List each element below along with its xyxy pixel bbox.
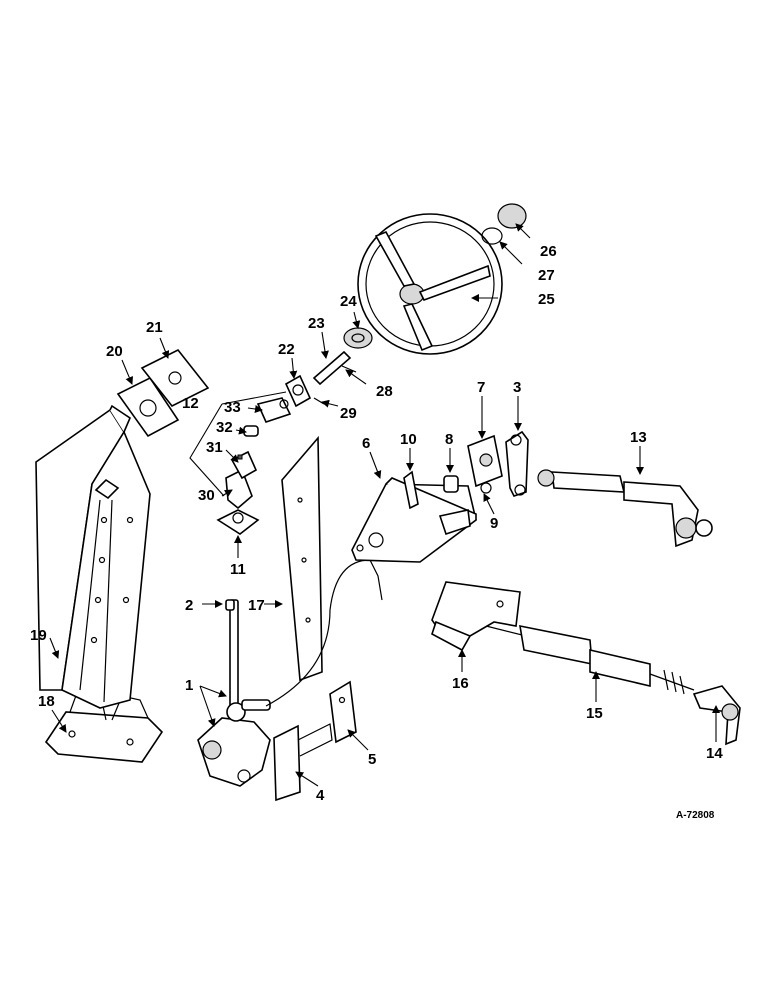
part-18-base-plate xyxy=(44,689,164,763)
callout-19: 19 xyxy=(30,627,47,644)
callout-26: 26 xyxy=(540,243,557,260)
callout-7: 7 xyxy=(477,379,485,396)
hydraulic-line xyxy=(265,559,383,707)
callout-28: 28 xyxy=(376,383,393,400)
callout-24: 24 xyxy=(340,293,357,310)
part-32-bearing xyxy=(243,425,259,437)
callout-10: 10 xyxy=(400,431,417,448)
callout-11: 11 xyxy=(230,561,246,578)
part-4-bracket xyxy=(273,723,333,802)
callout-16: 16 xyxy=(452,675,469,692)
callout-17: 17 xyxy=(248,597,265,614)
callout-12-bracket xyxy=(189,391,287,497)
callout-13: 13 xyxy=(630,429,647,446)
callout-15: 15 xyxy=(586,705,603,722)
part-13-drag-link xyxy=(537,469,713,548)
part-29-pin xyxy=(313,397,325,405)
callout-12: 12 xyxy=(182,395,199,412)
part-20-mounting-plate xyxy=(116,376,180,438)
part-15-power-cylinder xyxy=(485,624,695,695)
drawing-code: A-72808 xyxy=(676,810,715,821)
part-9-nut xyxy=(480,482,492,494)
part-27-ring xyxy=(481,227,503,245)
callout-21: 21 xyxy=(146,319,163,336)
part-10-pin xyxy=(403,470,419,510)
callout-labels: 1 2 3 4 5 6 7 8 9 10 11 12 13 14 15 16 1… xyxy=(30,243,723,821)
callout-33: 33 xyxy=(224,399,241,416)
part-26-horn-cap xyxy=(497,203,527,229)
part-2-cap xyxy=(225,599,235,611)
callout-25: 25 xyxy=(538,291,555,308)
callout-22: 22 xyxy=(278,341,295,358)
callout-2: 2 xyxy=(185,597,193,614)
part-17-panel xyxy=(281,435,323,682)
part-5-bracket xyxy=(329,680,357,744)
callout-14: 14 xyxy=(706,745,723,762)
callout-31: 31 xyxy=(206,439,223,456)
part-7-plate xyxy=(467,434,503,488)
callout-32: 32 xyxy=(216,419,233,436)
callout-23: 23 xyxy=(308,315,325,332)
part-19-column-housing xyxy=(35,404,151,709)
part-23-shaft xyxy=(312,350,352,386)
callout-20: 20 xyxy=(106,343,123,360)
part-16-cylinder-bracket xyxy=(431,581,521,652)
part-28-key xyxy=(341,365,357,373)
callout-8: 8 xyxy=(445,431,453,448)
part-24-hub xyxy=(343,327,373,349)
callout-3: 3 xyxy=(513,379,521,396)
part-22-bearing-plate xyxy=(284,374,312,408)
part-25-steering-wheel xyxy=(357,213,503,355)
part-14-tie-rod-end xyxy=(692,685,741,746)
callout-6: 6 xyxy=(362,435,370,452)
part-33-coupling xyxy=(256,397,292,423)
callout-29: 29 xyxy=(340,405,357,422)
part-11-flange xyxy=(216,509,260,535)
callout-30: 30 xyxy=(198,487,215,504)
part-1-steering-gear xyxy=(197,599,271,787)
callout-9: 9 xyxy=(490,515,498,532)
part-30-yoke xyxy=(225,468,253,510)
callout-4: 4 xyxy=(316,787,325,804)
part-8-bushing xyxy=(443,475,459,493)
part-3-pitman-arm xyxy=(505,430,529,497)
callout-5: 5 xyxy=(368,751,376,768)
callout-18: 18 xyxy=(38,693,55,710)
callout-27: 27 xyxy=(538,267,555,284)
callout-1: 1 xyxy=(185,677,193,694)
leader-lines xyxy=(49,223,720,787)
